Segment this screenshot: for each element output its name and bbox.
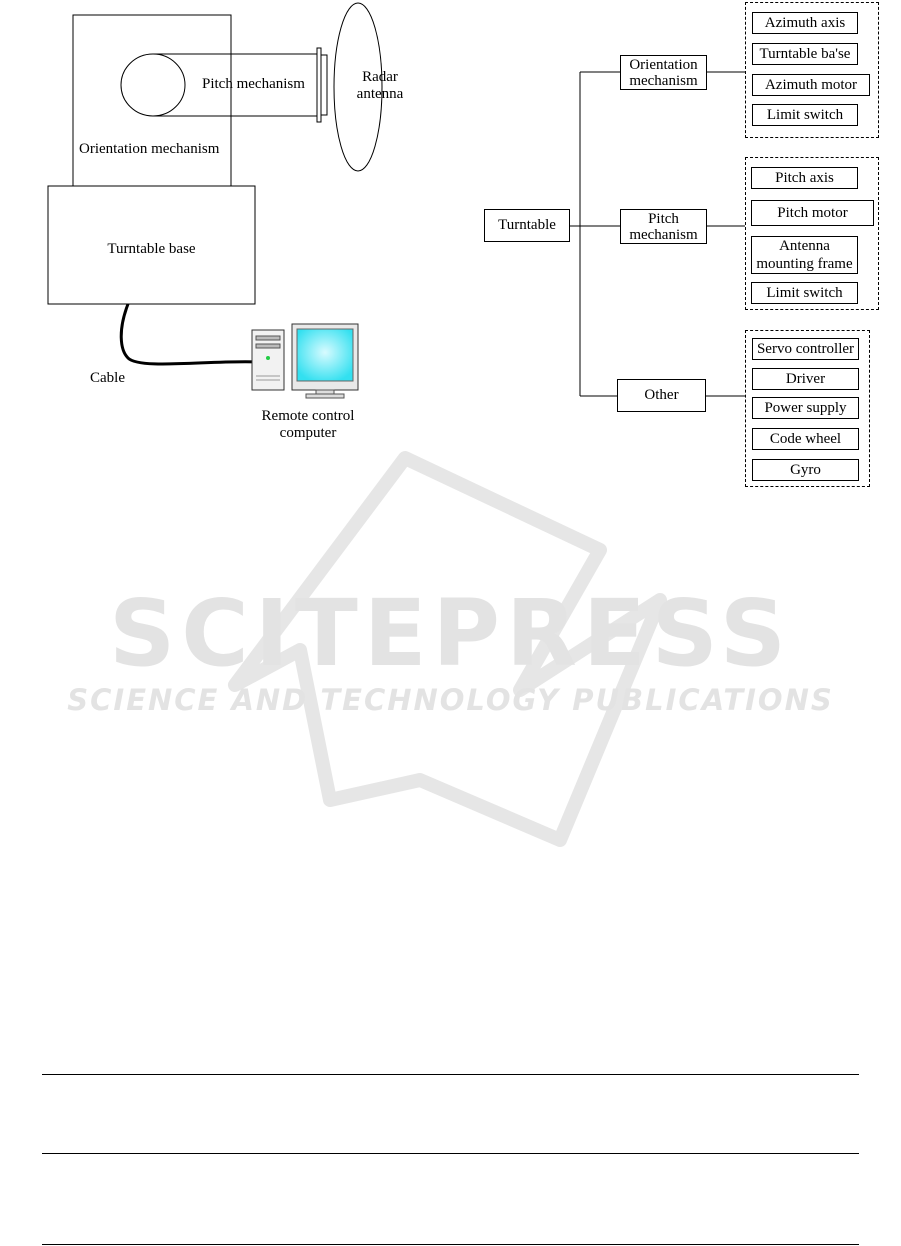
branch-other: Other	[617, 379, 706, 412]
component-azimuth-axis: Azimuth axis	[752, 12, 858, 34]
component-power-supply: Power supply	[752, 397, 859, 419]
branch-pitch-mechanism: Pitch mechanism	[620, 209, 707, 244]
table-rule-middle	[42, 1153, 859, 1154]
tree-root-turntable: Turntable	[484, 209, 570, 242]
radar-antenna-label-line2: antenna	[356, 86, 404, 102]
watermark-subtitle: SCIENCE AND TECHNOLOGY PUBLICATIONS	[67, 683, 834, 717]
component-azimuth-motor: Azimuth motor	[752, 74, 870, 96]
orientation-mechanism-label: Orientation mechanism	[79, 141, 220, 157]
component-code-wheel: Code wheel	[752, 428, 859, 450]
radar-antenna-label-line1: Radar	[362, 69, 398, 85]
pitch-mechanism-label: Pitch mechanism	[202, 76, 305, 92]
table-rule-bottom	[42, 1244, 859, 1245]
orientation-components-group	[745, 2, 879, 138]
computer-tower-icon	[251, 329, 285, 391]
monitor-icon	[291, 323, 359, 399]
computer-label-line2: computer	[279, 425, 337, 441]
schematic-drawing	[47, 2, 383, 399]
computer-label-line1: Remote control	[261, 408, 355, 424]
radar-antenna-dish	[333, 2, 383, 172]
cable-label: Cable	[90, 370, 125, 386]
component-driver: Driver	[752, 368, 859, 390]
other-components-group	[745, 330, 870, 487]
component-limit-switch-1: Limit switch	[752, 104, 858, 126]
turntable-base-label: Turntable base	[107, 241, 196, 257]
component-pitch-motor: Pitch motor	[751, 200, 874, 226]
pitch-pivot-circle	[120, 53, 186, 117]
watermark-title: SCITEPRESS	[108, 580, 793, 687]
watermark-seal-icon	[228, 451, 667, 847]
table-rule-top	[42, 1074, 859, 1075]
branch-orientation-mechanism: Orientation mechanism	[620, 55, 707, 90]
radar-antenna-label: Radar antenna	[348, 69, 412, 103]
component-limit-switch-2: Limit switch	[751, 282, 858, 304]
pitch-components-group	[745, 157, 879, 310]
turntable-base-block	[47, 185, 256, 305]
tree-connectors	[570, 71, 745, 397]
component-gyro: Gyro	[752, 459, 859, 481]
cable-line	[119, 303, 259, 366]
scitepress-watermark: SCITEPRESS SCIENCE AND TECHNOLOGY PUBLIC…	[0, 440, 901, 860]
component-turntable-base: Turntable ba'se	[752, 43, 858, 65]
computer-label: Remote control computer	[240, 408, 376, 442]
component-antenna-mounting-frame: Antenna mounting frame	[751, 236, 858, 274]
component-pitch-axis: Pitch axis	[751, 167, 858, 189]
component-servo-controller: Servo controller	[752, 338, 859, 360]
